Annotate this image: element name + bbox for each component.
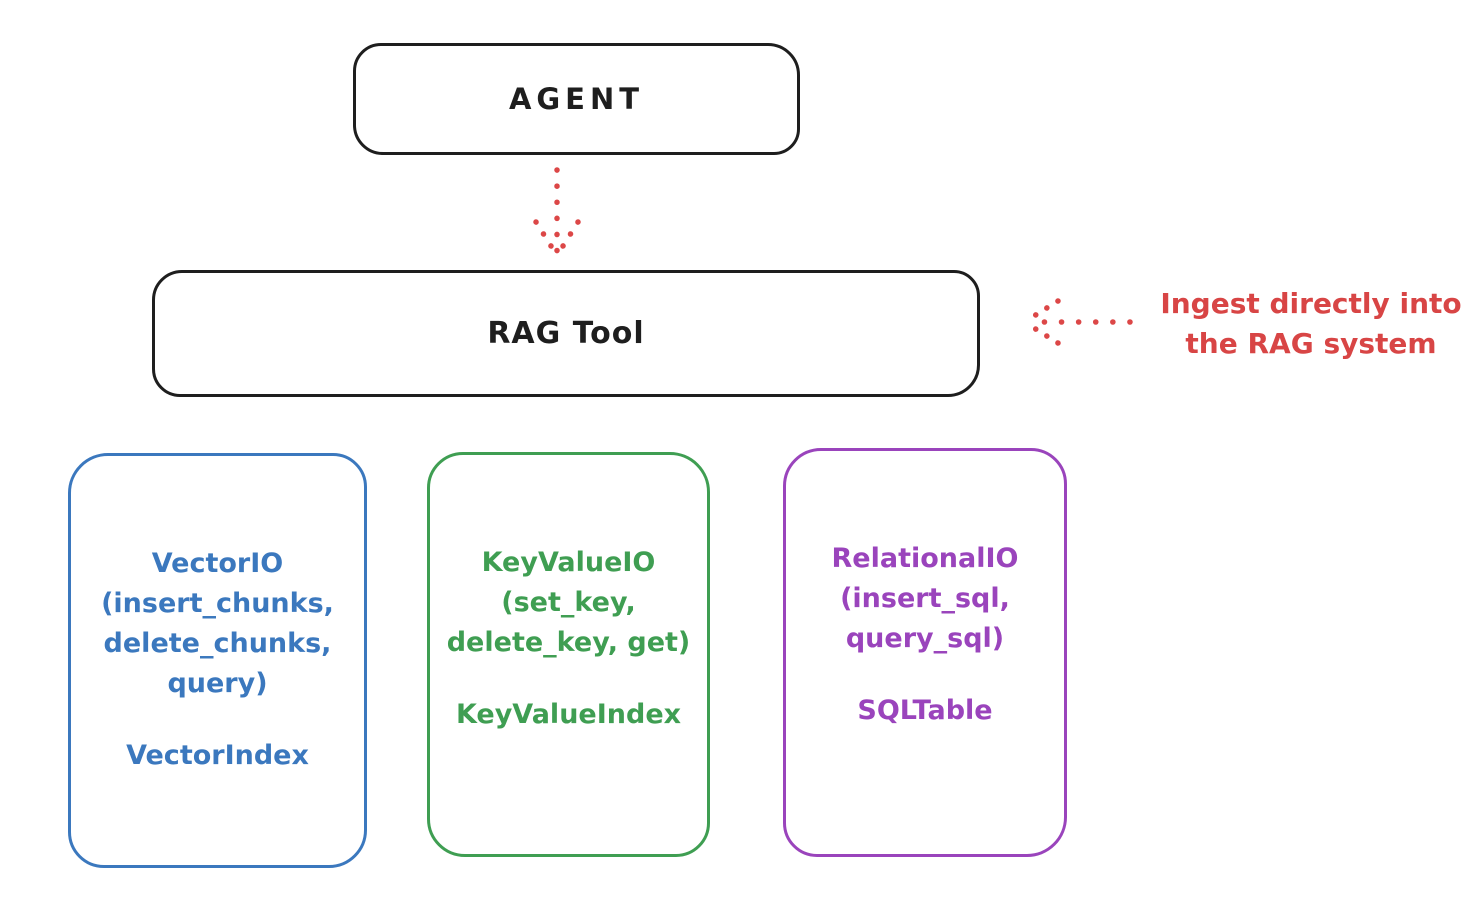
- relational-io-box: RelationalIO (insert_sql, query_sql) SQL…: [783, 448, 1067, 857]
- rag-tool-label: RAG Tool: [487, 316, 645, 351]
- agent-label: AGENT: [508, 82, 645, 116]
- keyvalue-index-label: KeyValueIndex: [455, 699, 682, 730]
- rag-tool-box: RAG Tool: [152, 270, 980, 397]
- vector-index-label: VectorIndex: [126, 740, 309, 771]
- vector-io-body: VectorIO (insert_chunks, delete_chunks, …: [101, 548, 334, 699]
- ingest-annotation: Ingest directly into the RAG system: [1160, 287, 1462, 360]
- dotted-arrow-left-icon: [1023, 298, 1133, 346]
- relational-io-body: RelationalIO (insert_sql, query_sql): [831, 543, 1019, 654]
- keyvalue-io-body: KeyValueIO (set_key, delete_key, get): [446, 547, 691, 658]
- dotted-arrow-down-icon: [533, 167, 581, 257]
- keyvalue-io-box: KeyValueIO (set_key, delete_key, get) Ke…: [427, 452, 710, 857]
- vector-io-box: VectorIO (insert_chunks, delete_chunks, …: [68, 453, 367, 868]
- agent-box: AGENT: [353, 43, 800, 155]
- sql-table-label: SQLTable: [857, 695, 993, 726]
